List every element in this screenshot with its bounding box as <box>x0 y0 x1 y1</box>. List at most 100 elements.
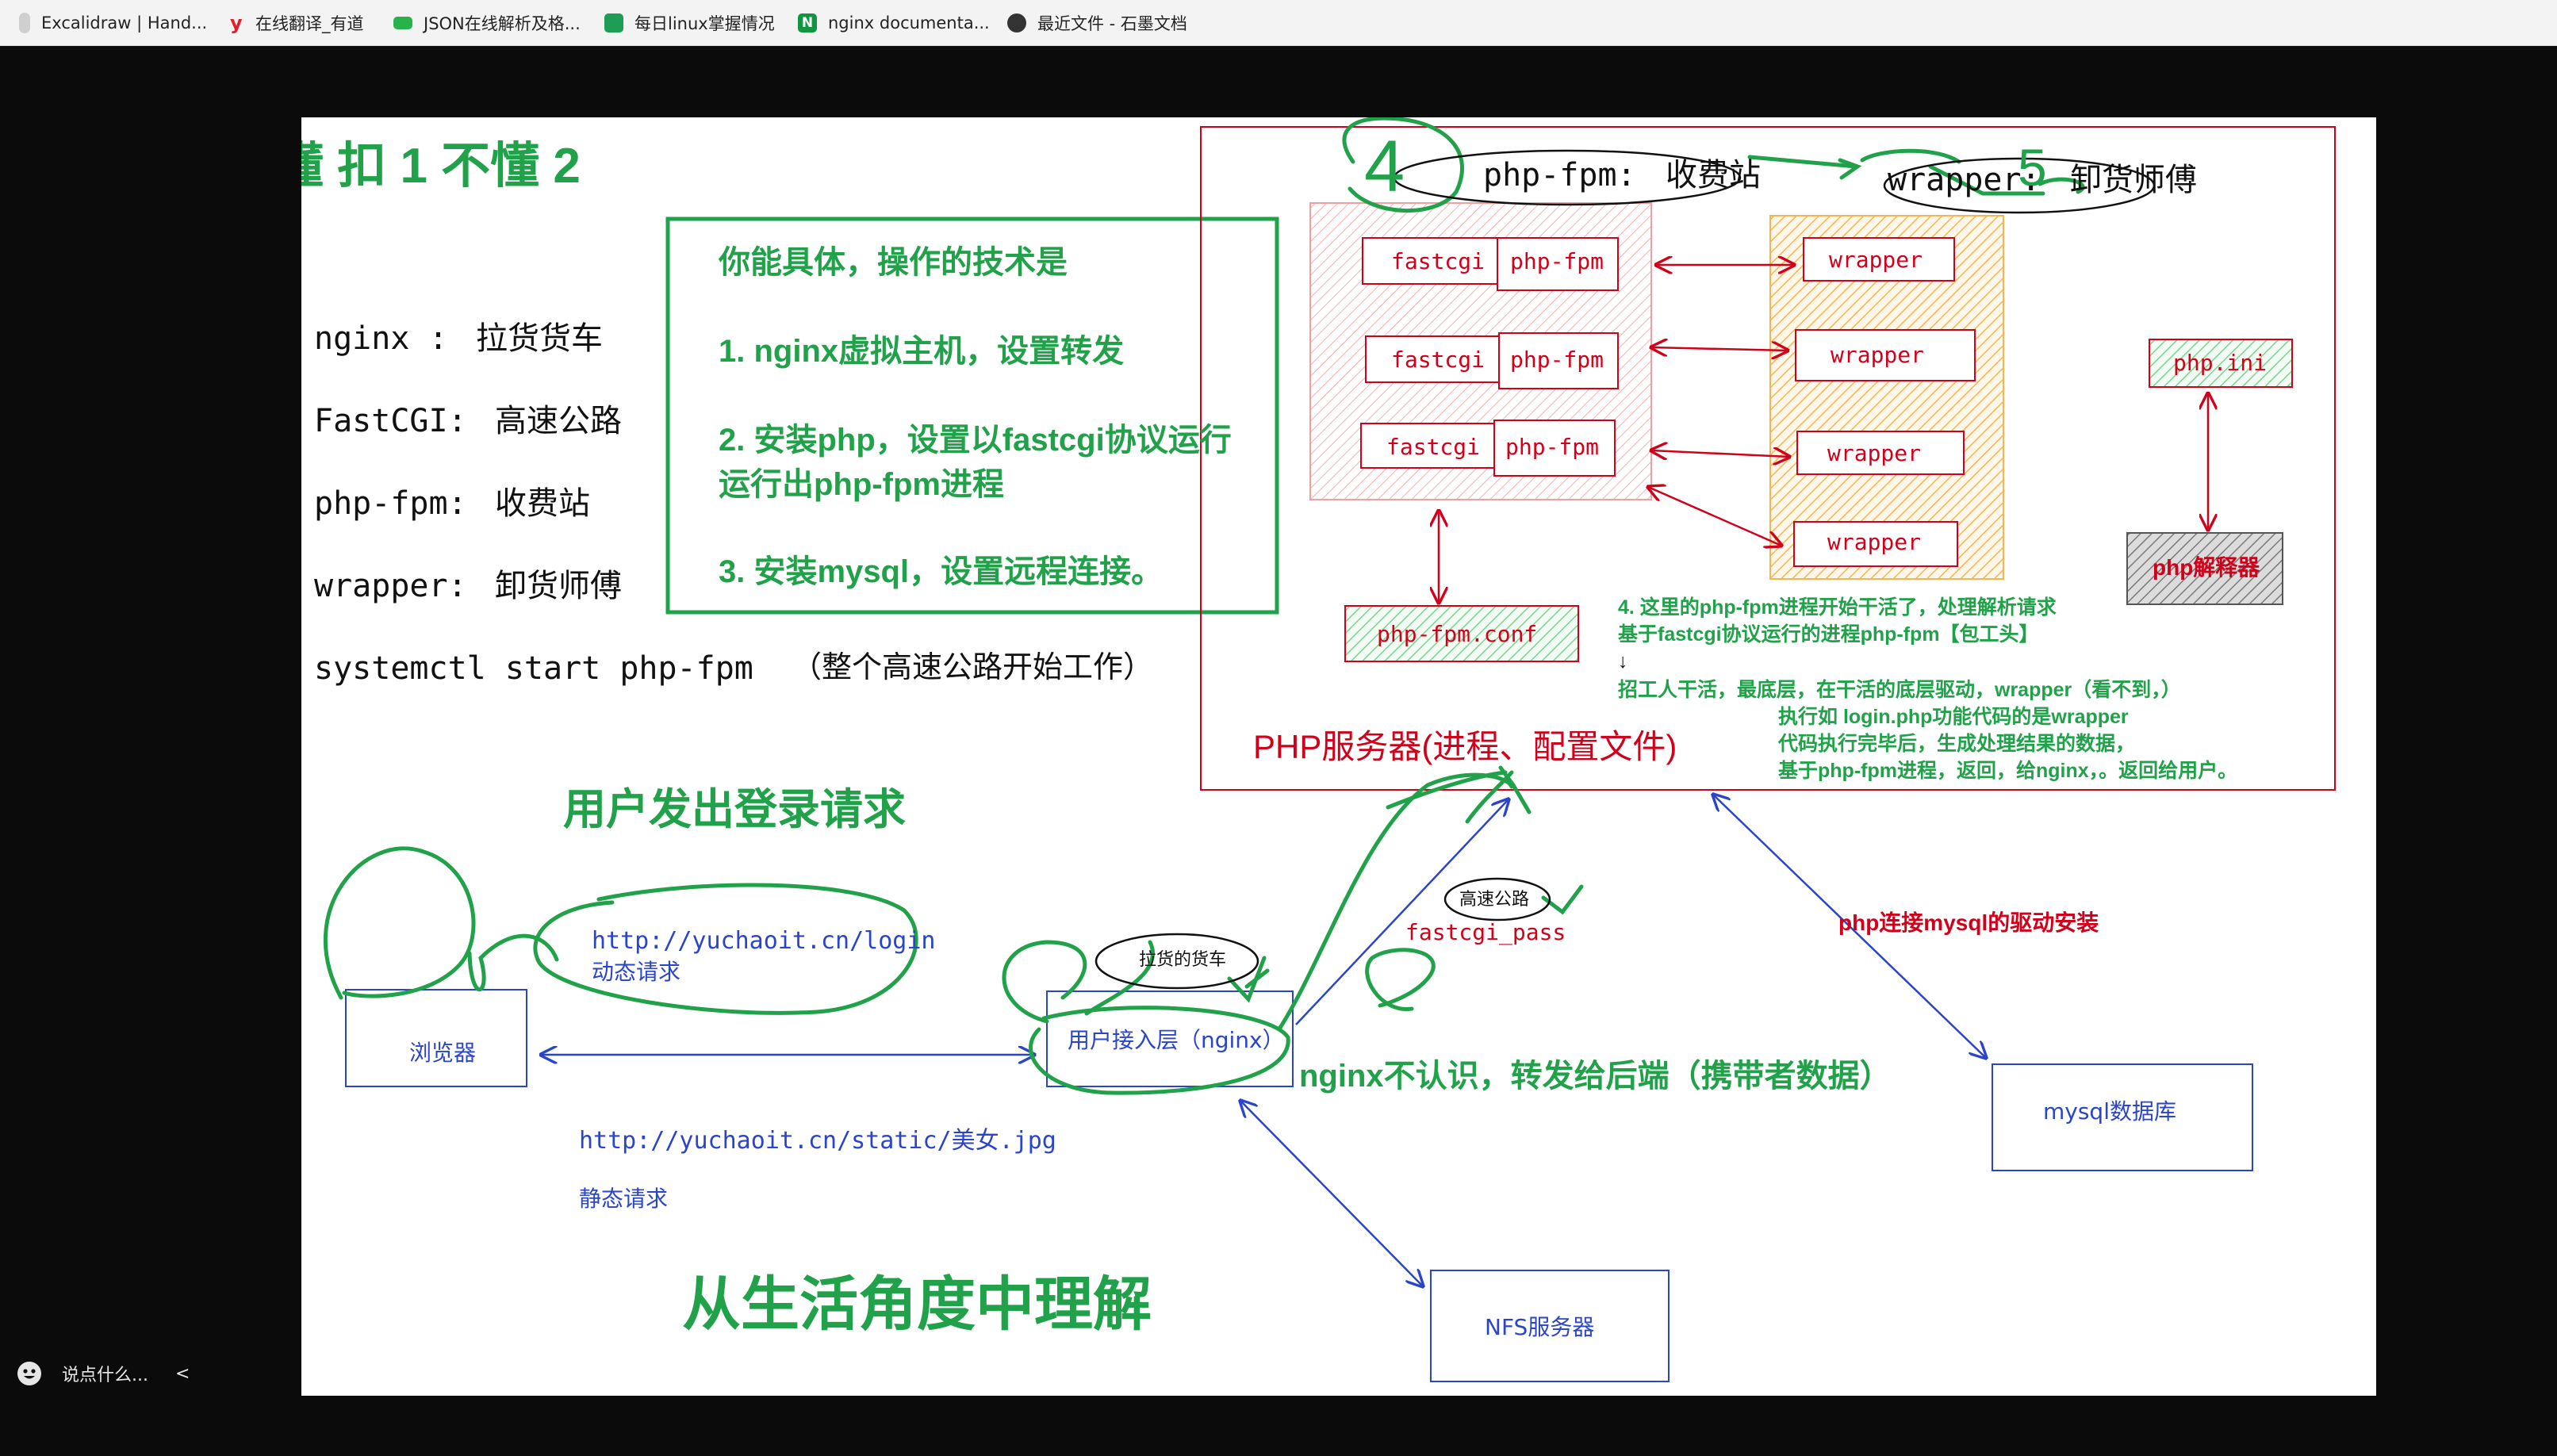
static-url: http://yuchaoit.cn/static/美女.jpg <box>579 1127 1056 1155</box>
fastcgi-box-3 <box>1360 423 1498 469</box>
phpfpm-label-2: php-fpm <box>1510 347 1604 373</box>
systemctl-command: systemctl start php-fpm <box>314 650 753 687</box>
task-item-1: 1. nginx虚拟主机，设置转发 <box>719 334 1125 369</box>
phpfpm-box-2 <box>1498 332 1619 389</box>
php-server-caption: PHP服务器(进程、配置文件) <box>1253 728 1677 765</box>
wrapper-label-2: wrapper <box>1831 342 1925 368</box>
red-arrows <box>1439 265 2208 603</box>
bookmark-json[interactable]: JSON在线解析及格... <box>393 0 581 46</box>
phpfpm-box-3 <box>1493 420 1616 477</box>
youdao-icon: y <box>230 12 243 34</box>
php-server-frame <box>1200 126 2336 791</box>
glossary-term-fastcgi: FastCGI: <box>314 403 467 439</box>
server-note-2: 基于fastcgi协议运行的进程php-fpm【包工头】 <box>1618 623 2039 646</box>
drawing-layer <box>324 117 2336 1382</box>
access-layer-box <box>1046 990 1294 1087</box>
tasks-frame <box>665 216 1279 615</box>
step-5-label: 5 <box>2018 138 2047 197</box>
user-request-heading: 用户发出登录请求 <box>563 786 906 833</box>
phpfpm-title-key: php-fpm: <box>1483 157 1636 193</box>
task-item-2: 2. 安装php，设置以fastcgi协议运行 <box>719 423 1232 458</box>
phpfpm-conf-label: php-fpm.conf <box>1377 621 1538 647</box>
wrapper-box-2 <box>1795 329 1976 381</box>
wrapper-title-value: 卸货师傅 <box>2070 162 2197 198</box>
truck-label: 拉货的货车 <box>1139 950 1227 970</box>
phpfpm-label-3: php-fpm <box>1505 434 1600 460</box>
mysql-driver-note: php连接mysql的驱动安装 <box>1838 910 2099 935</box>
fastcgi-box-1 <box>1362 237 1498 285</box>
fastcgi-label-1: fastcgi <box>1391 248 1486 274</box>
glossary-meaning-phpfpm: 收费站 <box>495 485 590 522</box>
fastcgi-label-2: fastcgi <box>1391 347 1486 373</box>
server-note-7: 基于php-fpm进程，返回，给nginx，。返回给用户。 <box>1778 760 2238 782</box>
headline: 看懂 扣 1 不懂 2 <box>301 139 581 193</box>
task-item-2-cont: 运行出php-fpm进程 <box>719 467 1004 502</box>
phpini-box <box>2149 339 2293 388</box>
wrapper-label-4: wrapper <box>1827 529 1922 555</box>
server-note-3: ↓ <box>1618 650 1628 672</box>
bookmark-linux-sheet[interactable]: 每日linux掌握情况 <box>604 0 775 46</box>
phpfpm-conf-box <box>1344 605 1579 662</box>
emoji-icon[interactable] <box>17 1362 41 1385</box>
wrapper-label-1: wrapper <box>1829 247 1923 273</box>
blue-arrows <box>541 795 1986 1286</box>
systemctl-note: （整个高速公路开始工作） <box>792 649 1154 684</box>
chat-bar[interactable]: 说点什么... < <box>17 1356 190 1391</box>
static-request-label: 静态请求 <box>579 1186 669 1212</box>
shimo-icon <box>1007 13 1026 33</box>
wrapper-label-3: wrapper <box>1827 440 1922 466</box>
excalidraw-icon <box>19 13 30 33</box>
black-ellipses <box>1094 149 2156 990</box>
nfs-label: NFS服务器 <box>1485 1314 1595 1340</box>
wrapper-box-1 <box>1803 237 1955 282</box>
nginx-forward-note: nginx不认识，转发给后端（携带者数据） <box>1299 1059 1892 1094</box>
dynamic-url: http://yuchaoit.cn/login <box>592 927 936 955</box>
browser-box <box>345 989 527 1087</box>
step-4-label: 4 <box>1364 126 1405 207</box>
highway-label: 高速公路 <box>1459 890 1530 910</box>
fastcgi-pass-label: fastcgi_pass <box>1405 919 1566 945</box>
glossary-meaning-wrapper: 卸货师傅 <box>495 568 622 604</box>
life-angle-heading: 从生活角度中理解 <box>682 1271 1152 1337</box>
nfs-box <box>1430 1270 1670 1382</box>
bookmark-excalidraw[interactable]: Excalidraw | Hand... <box>19 0 207 46</box>
wrapper-title-key: wrapper: <box>1888 162 2041 198</box>
server-note-6: 代码执行完毕后，生成处理结果的数据， <box>1778 733 2136 755</box>
glossary-term-phpfpm: php-fpm: <box>314 485 467 522</box>
interpreter-box <box>2126 532 2283 605</box>
mysql-label: mysql数据库 <box>2043 1098 2176 1125</box>
glossary-meaning-nginx: 拉货货车 <box>476 320 603 357</box>
green-strokes <box>324 117 2085 1095</box>
sheet-icon <box>604 13 623 33</box>
json-icon <box>393 17 412 29</box>
phpfpm-box-1 <box>1497 237 1619 291</box>
server-note-5: 执行如 login.php功能代码的是wrapper <box>1778 706 2129 728</box>
wrapper-box-4 <box>1793 521 1958 567</box>
glossary-meaning-fastcgi: 高速公路 <box>495 403 622 439</box>
phpfpm-label-1: php-fpm <box>1510 248 1604 274</box>
bookmark-shimo[interactable]: 最近文件 - 石墨文档 <box>1007 0 1187 46</box>
nginx-icon: N <box>798 13 817 33</box>
browser-label: 浏览器 <box>409 1040 477 1066</box>
glossary-term-wrapper: wrapper: <box>314 568 467 604</box>
server-note-4: 招工人干活，最底层，在干活的底层驱动，wrapper（看不到，） <box>1618 679 2181 701</box>
collapse-chat-icon[interactable]: < <box>174 1363 190 1384</box>
phpfpm-title-value: 收费站 <box>1666 157 1761 193</box>
glossary-term-nginx: nginx : <box>314 320 448 357</box>
dynamic-request-label: 动态请求 <box>592 959 681 985</box>
whiteboard-canvas[interactable]: 看懂 扣 1 不懂 2 nginx : 拉货货车 FastCGI: 高速公路 p… <box>301 117 2376 1396</box>
interpreter-label: php解释器 <box>2153 555 2260 580</box>
server-note-1: 4. 这里的php-fpm进程开始干活了，处理解析请求 <box>1618 596 2057 619</box>
chat-input[interactable]: 说点什么... <box>62 1366 148 1385</box>
fastcgi-box-2 <box>1365 335 1501 383</box>
fastcgi-label-3: fastcgi <box>1386 434 1481 460</box>
mysql-box <box>1992 1063 2253 1171</box>
access-layer-label: 用户接入层（nginx） <box>1068 1027 1285 1053</box>
tasks-title: 你能具体，操作的技术是 <box>719 245 1068 280</box>
wrapper-box-3 <box>1796 431 1965 475</box>
phpini-label: php.ini <box>2173 350 2268 376</box>
task-item-3: 3. 安装mysql，设置远程连接。 <box>719 554 1163 589</box>
